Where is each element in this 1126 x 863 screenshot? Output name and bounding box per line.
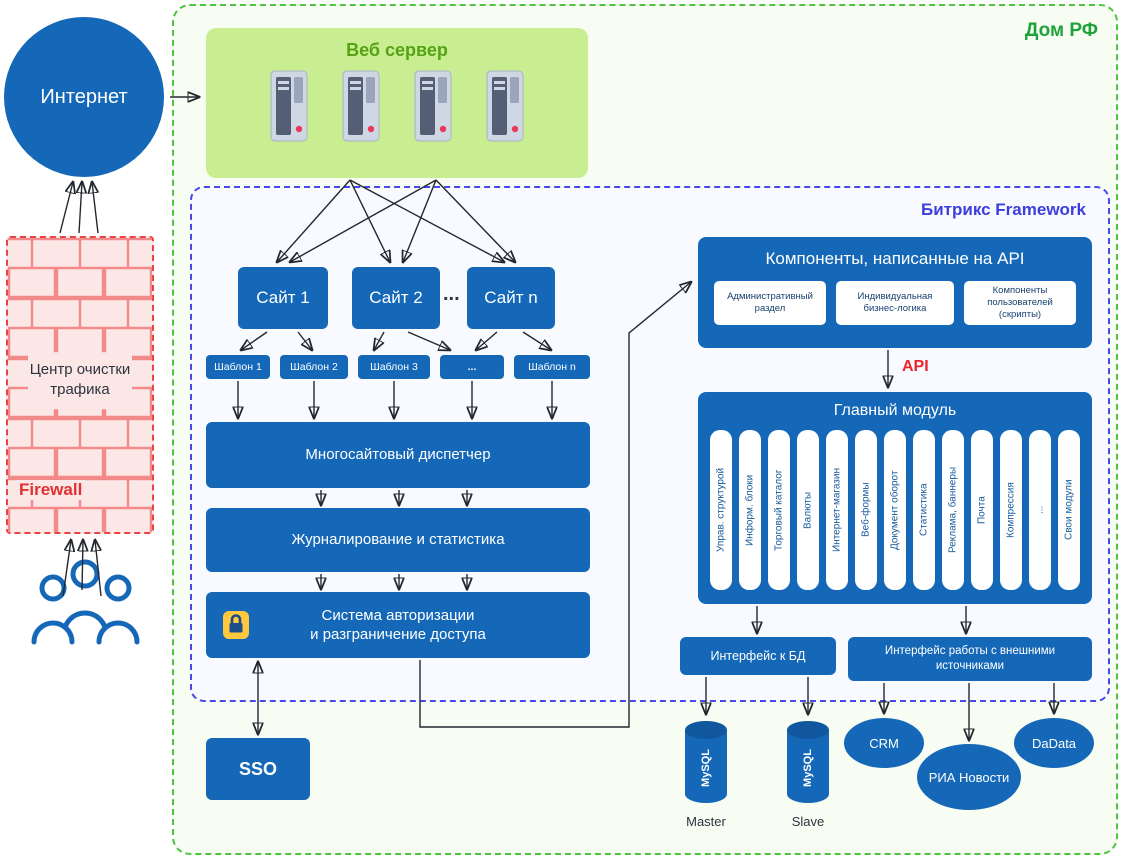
mysql-slave-label: MySQL: [802, 749, 814, 787]
template-box-n: Шаблон n: [514, 355, 590, 379]
template-2-label: Шаблон 2: [290, 361, 338, 373]
slave-caption: Slave: [791, 814, 825, 829]
module-pill: Информ. блоки: [739, 430, 761, 590]
users-icon: [31, 559, 140, 645]
firewall-title: Центр очистки трафика: [28, 352, 132, 409]
component-user-scripts: Компоненты пользователей (скрипты): [964, 281, 1076, 325]
authorization-box: Система авторизации и разграничение дост…: [206, 592, 590, 658]
module-pill: Управ. структурой: [710, 430, 732, 590]
sso-label: SSO: [238, 758, 277, 779]
template-box-2: Шаблон 2: [280, 355, 348, 379]
external-interface-label: Интерфейс работы с внешними источниками: [884, 645, 1056, 672]
crm-label: CRM: [869, 735, 899, 751]
module-pill: Документ оборот: [884, 430, 906, 590]
webserver-title: Веб сервер: [346, 40, 448, 60]
internet-node: Интернет: [4, 17, 164, 177]
dispatcher-label: Многосайтовый диспетчер: [305, 446, 491, 464]
server-icon: [414, 70, 452, 142]
module-pill: Валюты: [797, 430, 819, 590]
template-ellipsis-label: ...: [467, 361, 477, 373]
component-business-logic: Индивидуальная бизнес-логика: [836, 281, 954, 325]
module-pill: Компрессия: [1000, 430, 1022, 590]
mysql-slave-cylinder: MySQL: [787, 721, 829, 803]
template-n-label: Шаблон n: [528, 361, 576, 373]
api-components-title: Компоненты, написанные на API: [765, 249, 1025, 268]
logging-label: Журналирование и статистика: [291, 531, 505, 549]
template-box-3: Шаблон 3: [358, 355, 430, 379]
db-interface-box: Интерфейс к БД: [680, 637, 836, 675]
main-module-title: Главный модуль: [833, 402, 957, 419]
lock-icon: [223, 611, 249, 639]
logging-statistics-box: Журналирование и статистика: [206, 508, 590, 572]
firewall-label: Firewall: [16, 480, 86, 500]
server-rack: [262, 67, 532, 147]
module-pill: Статистика: [913, 430, 935, 590]
firewall-box: Центр очистки трафика Firewall: [6, 236, 154, 534]
component-admin-section: Административный раздел: [714, 281, 826, 325]
module-pill: Почта: [971, 430, 993, 590]
db-interface-label: Интерфейс к БД: [710, 649, 806, 663]
multisite-dispatcher-box: Многосайтовый диспетчер: [206, 422, 590, 488]
module-pill: Свои модули: [1058, 430, 1080, 590]
ria-news-ellipse: РИА Новости: [917, 744, 1021, 810]
dadata-label: DaData: [1031, 735, 1077, 751]
site-2-label: Сайт 2: [369, 288, 423, 307]
server-icon: [342, 70, 380, 142]
server-icon: [486, 70, 524, 142]
mysql-master-cylinder: MySQL: [685, 721, 727, 803]
server-icon: [270, 70, 308, 142]
master-caption: Master: [686, 814, 726, 829]
module-pill: Реклама, баннеры: [942, 430, 964, 590]
dadata-ellipse: DaData: [1014, 718, 1094, 768]
external-interface-box: Интерфейс работы с внешними источниками: [848, 637, 1092, 681]
main-module-box: Главный модуль Управ. структурой Информ.…: [698, 392, 1092, 604]
template-1-label: Шаблон 1: [214, 361, 262, 373]
module-pill: ...: [1029, 430, 1051, 590]
api-components-items: Административный раздел Индивидуальная б…: [714, 281, 1076, 325]
ria-news-label: РИА Новости: [928, 769, 1010, 785]
module-pill: Веб-формы: [855, 430, 877, 590]
module-pill: Торговый каталог: [768, 430, 790, 590]
site-box-n: Сайт n: [467, 267, 555, 329]
template-3-label: Шаблон 3: [370, 361, 418, 373]
site-box-2: Сайт 2: [352, 267, 440, 329]
site-1-label: Сайт 1: [256, 288, 310, 307]
module-pill-row: Управ. структурой Информ. блоки Торговый…: [710, 430, 1080, 590]
api-label: API: [902, 358, 929, 375]
auth-label-line2: и разграничение доступа: [310, 626, 486, 643]
internet-label: Интернет: [40, 85, 128, 108]
template-box-ellipsis: ...: [440, 355, 504, 379]
crm-ellipse: CRM: [844, 718, 924, 768]
webserver-box: Веб сервер: [206, 28, 588, 178]
bitrix-framework-label: Битрикс Framework: [921, 200, 1086, 219]
site-box-1: Сайт 1: [238, 267, 328, 329]
site-n-label: Сайт n: [484, 288, 538, 307]
module-pill: Интернет-магазин: [826, 430, 848, 590]
sso-box: SSO: [206, 738, 310, 800]
auth-label-line1: Система авторизации: [321, 606, 475, 624]
api-components-box: Компоненты, написанные на API Администра…: [698, 237, 1092, 348]
mysql-master-label: MySQL: [700, 749, 712, 787]
template-box-1: Шаблон 1: [206, 355, 270, 379]
domrf-label: Дом РФ: [1024, 20, 1098, 41]
sites-ellipsis: ...: [443, 283, 460, 305]
